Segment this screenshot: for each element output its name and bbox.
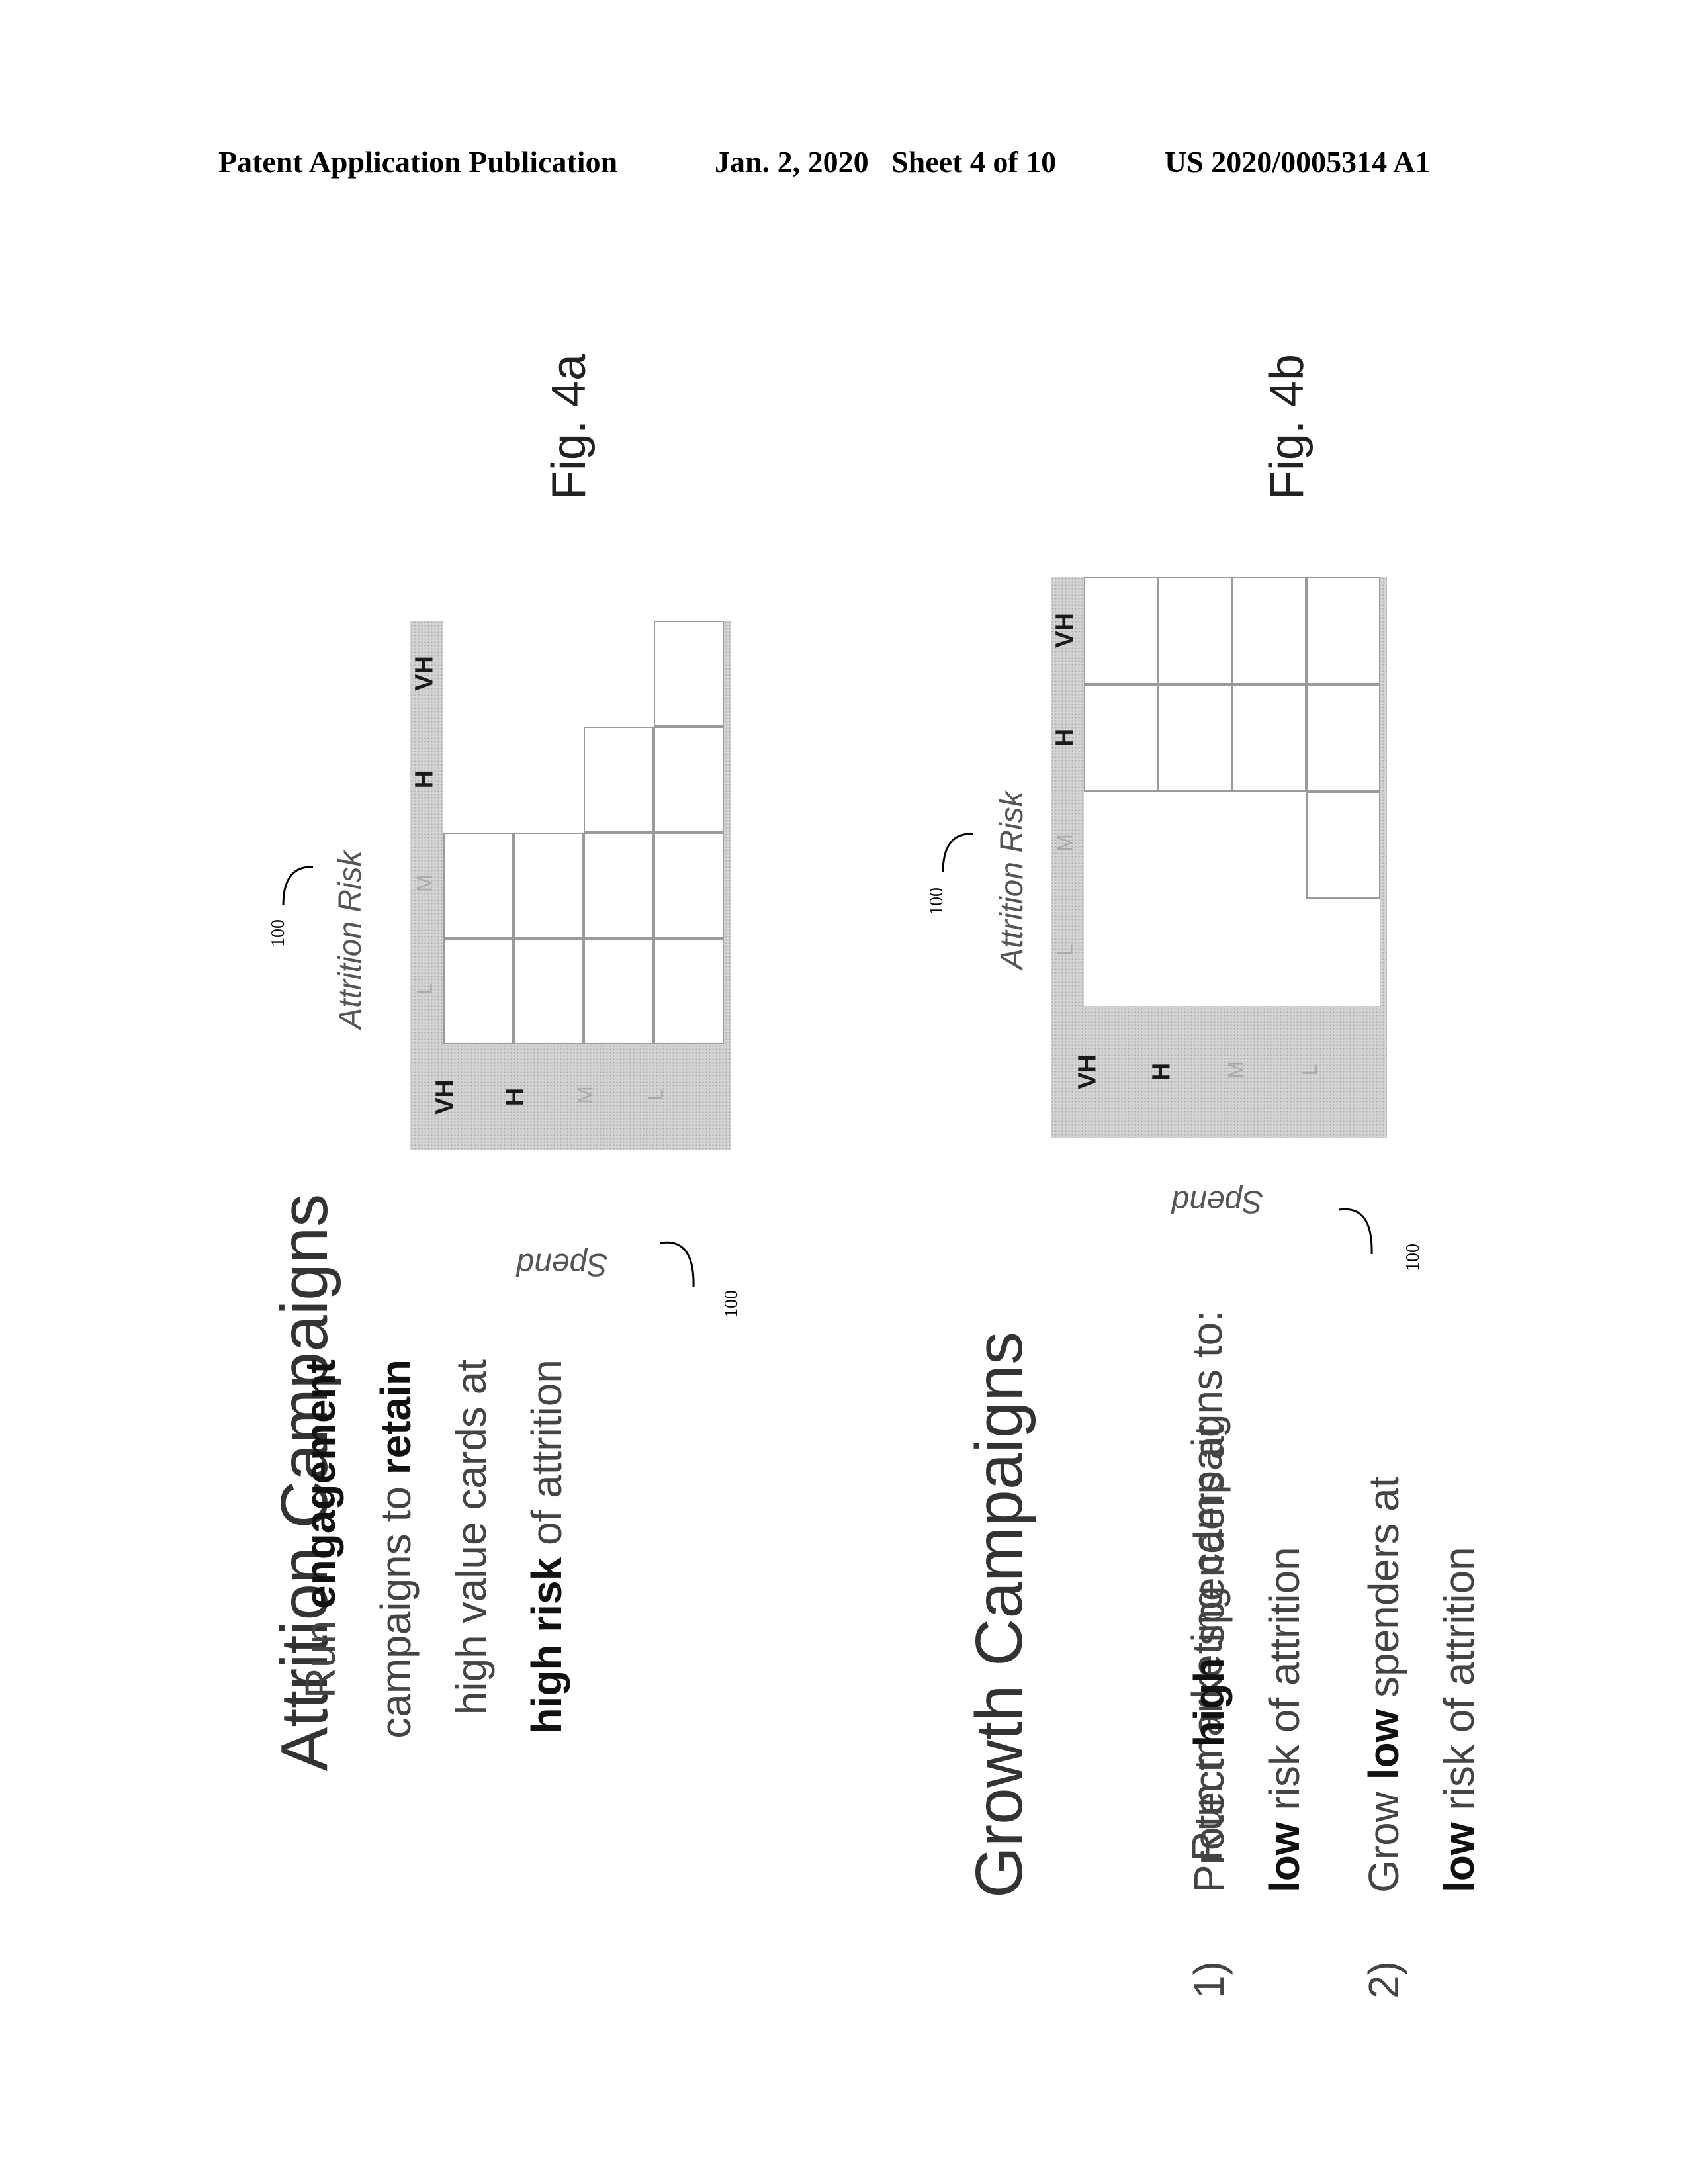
fig-4a-row-label-vh: VH <box>431 1079 459 1115</box>
fig-4a-cell <box>513 938 584 1044</box>
fig-4b-row-label-h: H <box>1147 1062 1176 1081</box>
fig-4a-cell <box>584 938 654 1044</box>
fig-4b-cell <box>1306 577 1380 684</box>
fig-4a-col-label-h: H <box>410 770 439 789</box>
fig-4b-row-label-vh: VH <box>1073 1054 1102 1089</box>
fig-4a-cell <box>584 833 654 938</box>
fig-4b-cell <box>1158 684 1232 792</box>
fig-4a-ref-side: 100 <box>721 1290 742 1318</box>
patent-number: US 2020/0005314 A1 <box>1165 145 1431 179</box>
fig-4b-cell-highlighted <box>1232 899 1306 1006</box>
fig-4b-cell <box>1306 684 1380 792</box>
fig-4b-row-label-m: M <box>1224 1061 1248 1079</box>
fig-4a-col-label-m: M <box>412 874 437 892</box>
fig-4a-ref-top: 100 <box>268 919 289 947</box>
fig-4a-row-label-h: H <box>501 1087 529 1107</box>
fig-4a-description-line-1: Run engagement <box>296 1359 344 1699</box>
fig-4b-list-item: 1) Protect high spenders at low risk of at… <box>1171 1403 1322 1999</box>
fig-4b-col-label-vh: VH <box>1051 613 1079 648</box>
fig-4b-cell <box>1306 792 1380 899</box>
fig-4b-cell-highlighted <box>1306 899 1380 1006</box>
list-item-text: Grow low spenders at low risk of attritio… <box>1346 1476 1497 1893</box>
fig-4b-cell <box>1084 577 1158 684</box>
fig-4b-item-1-line-1: Protect high spenders at <box>1185 1424 1233 1893</box>
list-item-number: 2) <box>1360 1961 1407 1999</box>
fig-4b-ref-top: 100 <box>926 887 947 915</box>
fig-4b-cell-highlighted <box>1084 899 1158 1006</box>
fig-4b-list: 1) Protect high spenders at low risk of at… <box>1158 1403 1483 1999</box>
fig-4a-cell <box>443 833 513 938</box>
page-header: Patent Application Publication Jan. 2, 2… <box>0 144 1694 191</box>
fig-4a-matrix: VH H M L VH H M L <box>410 621 731 1150</box>
fig-4b-ref-top-leader <box>942 833 973 873</box>
fig-4a-ref-top-leader <box>282 866 314 906</box>
list-item-number: 1) <box>1185 1961 1233 1999</box>
fig-4a-cell <box>654 727 724 833</box>
fig-4b-matrix: VH H M L VH H M L <box>1051 577 1387 1138</box>
date-sheet-label: Jan. 2, 2020 Sheet 4 of 10 <box>715 145 1057 179</box>
fig-4b-cell-highlighted <box>1158 899 1232 1006</box>
fig-4b-label: Fig. 4b <box>1261 353 1314 500</box>
fig-4b-item-1-line-2: low risk of attrition <box>1261 1547 1308 1893</box>
fig-4a-cell-highlighted <box>584 621 654 727</box>
fig-4b-title: Growth Campaigns <box>962 1332 1036 1898</box>
fig-4a-cell <box>654 833 724 938</box>
fig-4b-axis-attrition-risk: Attrition Risk <box>995 791 1030 970</box>
fig-4b-ref-side-leader <box>1338 1208 1373 1255</box>
fig-4a-cell <box>654 938 724 1044</box>
fig-4a-axis-spend: Spend <box>516 1247 609 1282</box>
fig-4a-cell-highlighted <box>443 727 513 833</box>
fig-4a-col-label-l: L <box>412 983 437 995</box>
fig-4a-col-label-vh: VH <box>410 656 439 691</box>
fig-4a-cell-highlighted <box>513 727 584 833</box>
fig-4b-col-label-h: H <box>1051 728 1079 747</box>
fig-4a-description-line-3: high value cards at <box>447 1359 495 1715</box>
fig-4a-cell <box>584 727 654 833</box>
fig-4b-cell <box>1232 684 1306 792</box>
fig-4a-description-line-2: campaigns to retain <box>372 1359 420 1739</box>
fig-4a-row-label-l: L <box>643 1089 668 1101</box>
fig-4b-item-2-line-1: Grow low spenders at <box>1360 1476 1407 1893</box>
fig-4b-row-label-l: L <box>1298 1064 1322 1076</box>
fig-4b-cell <box>1232 577 1306 684</box>
fig-4b-cell-highlighted <box>1158 792 1232 899</box>
fig-4a-cell <box>654 621 724 727</box>
fig-4b-item-2-line-2: low risk of attrition <box>1435 1547 1483 1893</box>
fig-4b-cell <box>1084 684 1158 792</box>
fig-4b-ref-side: 100 <box>1403 1244 1423 1271</box>
publication-label: Patent Application Publication <box>218 145 618 179</box>
fig-4a-axis-attrition-risk: Attrition Risk <box>333 850 368 1029</box>
fig-4a-ref-side-leader <box>660 1241 695 1288</box>
fig-4b-cell-highlighted <box>1084 792 1158 899</box>
fig-4a-description-line-4: high risk of attrition <box>523 1359 570 1734</box>
fig-4b-axis-spend: Spend <box>1171 1184 1264 1219</box>
fig-4a-row-label-m: M <box>573 1086 598 1104</box>
fig-4b-col-label-m: M <box>1053 834 1077 852</box>
fig-4b-col-label-l: L <box>1053 944 1077 956</box>
fig-4b-cell <box>1158 577 1232 684</box>
fig-4a-cell-highlighted <box>513 621 584 727</box>
fig-4a-cell-highlighted <box>443 621 513 727</box>
fig-4a-cell <box>513 833 584 938</box>
fig-4a-description: Run engagement campaigns to retain high va… <box>283 1359 587 1876</box>
list-item-text: Protect high spenders at low risk of attr… <box>1171 1424 1322 1893</box>
fig-4a-cell <box>443 938 513 1044</box>
fig-4b-cell-highlighted <box>1232 792 1306 899</box>
fig-4a-label: Fig. 4a <box>543 353 596 500</box>
fig-4b-list-item: 2) Grow low spenders at low risk of attrit… <box>1346 1403 1497 1999</box>
